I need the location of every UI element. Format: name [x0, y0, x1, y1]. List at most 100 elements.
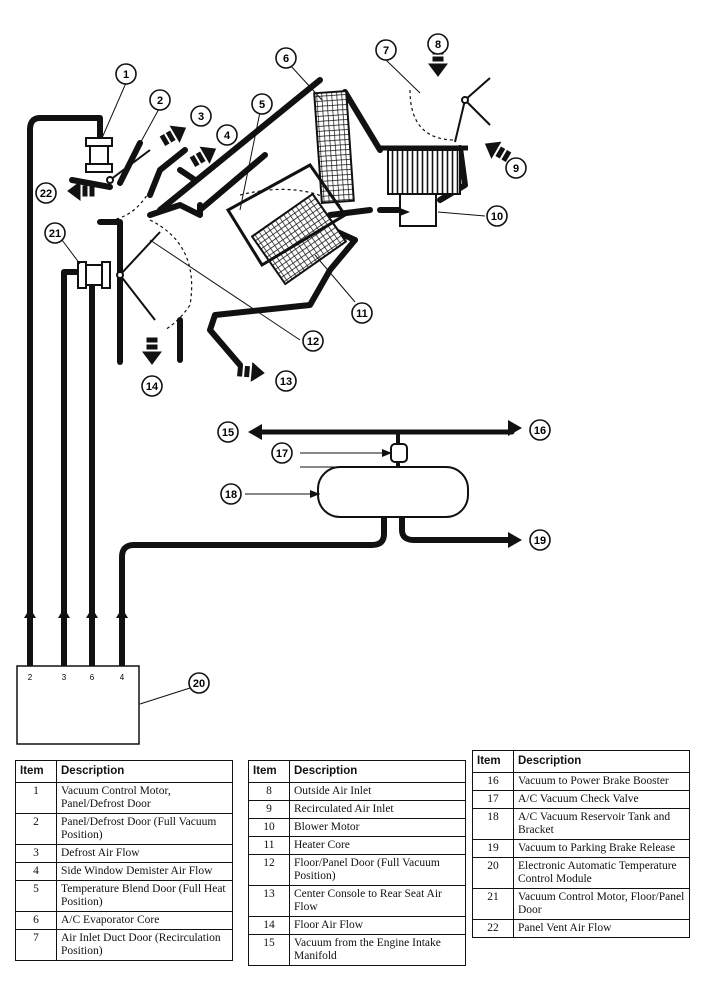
- svg-text:4: 4: [224, 130, 231, 142]
- callout-17: 17: [271, 442, 293, 464]
- callout-21: 21: [44, 222, 66, 244]
- legend-item-description: Center Console to Rear Seat Air Flow: [289, 885, 466, 917]
- legend-item-number: 2: [15, 813, 57, 845]
- svg-text:17: 17: [276, 448, 288, 460]
- callout-7: 7: [375, 39, 397, 61]
- callout-14: 14: [141, 375, 163, 397]
- callout-4: 4: [216, 124, 238, 146]
- legend-item-description: Floor Air Flow: [289, 916, 466, 935]
- legend-item-description: Defrost Air Flow: [56, 844, 233, 863]
- legend-item-description: Panel/Defrost Door (Full Vacuum Position…: [56, 813, 233, 845]
- svg-text:14: 14: [146, 381, 159, 393]
- legend-item-description: Side Window Demister Air Flow: [56, 862, 233, 881]
- svg-text:16: 16: [534, 425, 546, 437]
- legend-header-description: Description: [289, 760, 466, 783]
- legend-header-description: Description: [56, 760, 233, 783]
- heater-core: [225, 163, 348, 286]
- airflow-arrows: [67, 49, 512, 382]
- legend-item-number: 13: [248, 885, 290, 917]
- callout-18: 18: [220, 483, 242, 505]
- legend-item-number: 12: [248, 854, 290, 886]
- legend-item-number: 4: [15, 862, 57, 881]
- callout-11: 11: [351, 302, 373, 324]
- legend-item-number: 5: [15, 880, 57, 912]
- legend-item-number: 1: [15, 782, 57, 814]
- duct-walls: [69, 77, 468, 368]
- svg-text:9: 9: [513, 163, 519, 175]
- legend-header-description: Description: [513, 750, 690, 773]
- svg-text:18: 18: [225, 489, 237, 501]
- callout-5: 5: [251, 93, 273, 115]
- callout-16: 16: [529, 419, 551, 441]
- legend-item-description: Vacuum to Parking Brake Release: [513, 839, 690, 858]
- legend-item-description: Air Inlet Duct Door (Recirculation Posit…: [56, 929, 233, 961]
- module-port-label: 4: [120, 673, 125, 682]
- vacuum-check-valve: [390, 443, 408, 463]
- legend-item-description: Recirculated Air Inlet: [289, 800, 466, 819]
- legend-header-item: Item: [248, 760, 290, 783]
- legend-item-number: 22: [472, 919, 514, 938]
- leader-arrowheads: [310, 208, 410, 498]
- legend-item-number: 19: [472, 839, 514, 858]
- legend-item-number: 7: [15, 929, 57, 961]
- legend-item-number: 3: [15, 844, 57, 863]
- legend-item-number: 16: [472, 772, 514, 791]
- svg-text:15: 15: [222, 427, 234, 439]
- svg-text:19: 19: [534, 535, 546, 547]
- svg-text:20: 20: [193, 678, 205, 690]
- vacuum-control-motor-1: [85, 137, 113, 173]
- legend-item-description: Blower Motor: [289, 818, 466, 837]
- legend-item-number: 8: [248, 782, 290, 801]
- module-port-label: 2: [28, 673, 33, 682]
- legend-item-number: 11: [248, 836, 290, 855]
- legend-item-description: Vacuum from the Engine Intake Manifold: [289, 934, 466, 966]
- legend-item-description: Vacuum to Power Brake Booster: [513, 772, 690, 791]
- svg-text:11: 11: [356, 308, 368, 320]
- svg-text:2: 2: [157, 95, 163, 107]
- legend-item-number: 15: [248, 934, 290, 966]
- vacuum-control-motor-21: [77, 261, 111, 289]
- legend-item-description: Heater Core: [289, 836, 466, 855]
- legend-item-description: Panel Vent Air Flow: [513, 919, 690, 938]
- svg-text:21: 21: [49, 228, 61, 240]
- vacuum-reservoir-tank: [317, 466, 469, 518]
- module-port-label: 3: [62, 673, 67, 682]
- legend-item-description: Temperature Blend Door (Full Heat Positi…: [56, 880, 233, 912]
- callout-1: 1: [115, 63, 137, 85]
- legend-item-description: Floor/Panel Door (Full Vacuum Position): [289, 854, 466, 886]
- leader-lines: [61, 59, 486, 705]
- legend-item-number: 20: [472, 857, 514, 889]
- legend-item-description: Electronic Automatic Temperature Control…: [513, 857, 690, 889]
- legend-item-number: 21: [472, 888, 514, 920]
- svg-text:10: 10: [491, 211, 503, 223]
- callout-6: 6: [275, 47, 297, 69]
- legend-item-description: A/C Vacuum Check Valve: [513, 790, 690, 809]
- legend-item-description: Vacuum Control Motor, Floor/Panel Door: [513, 888, 690, 920]
- legend-header-item: Item: [15, 760, 57, 783]
- callout-12: 12: [302, 330, 324, 352]
- callout-15: 15: [217, 421, 239, 443]
